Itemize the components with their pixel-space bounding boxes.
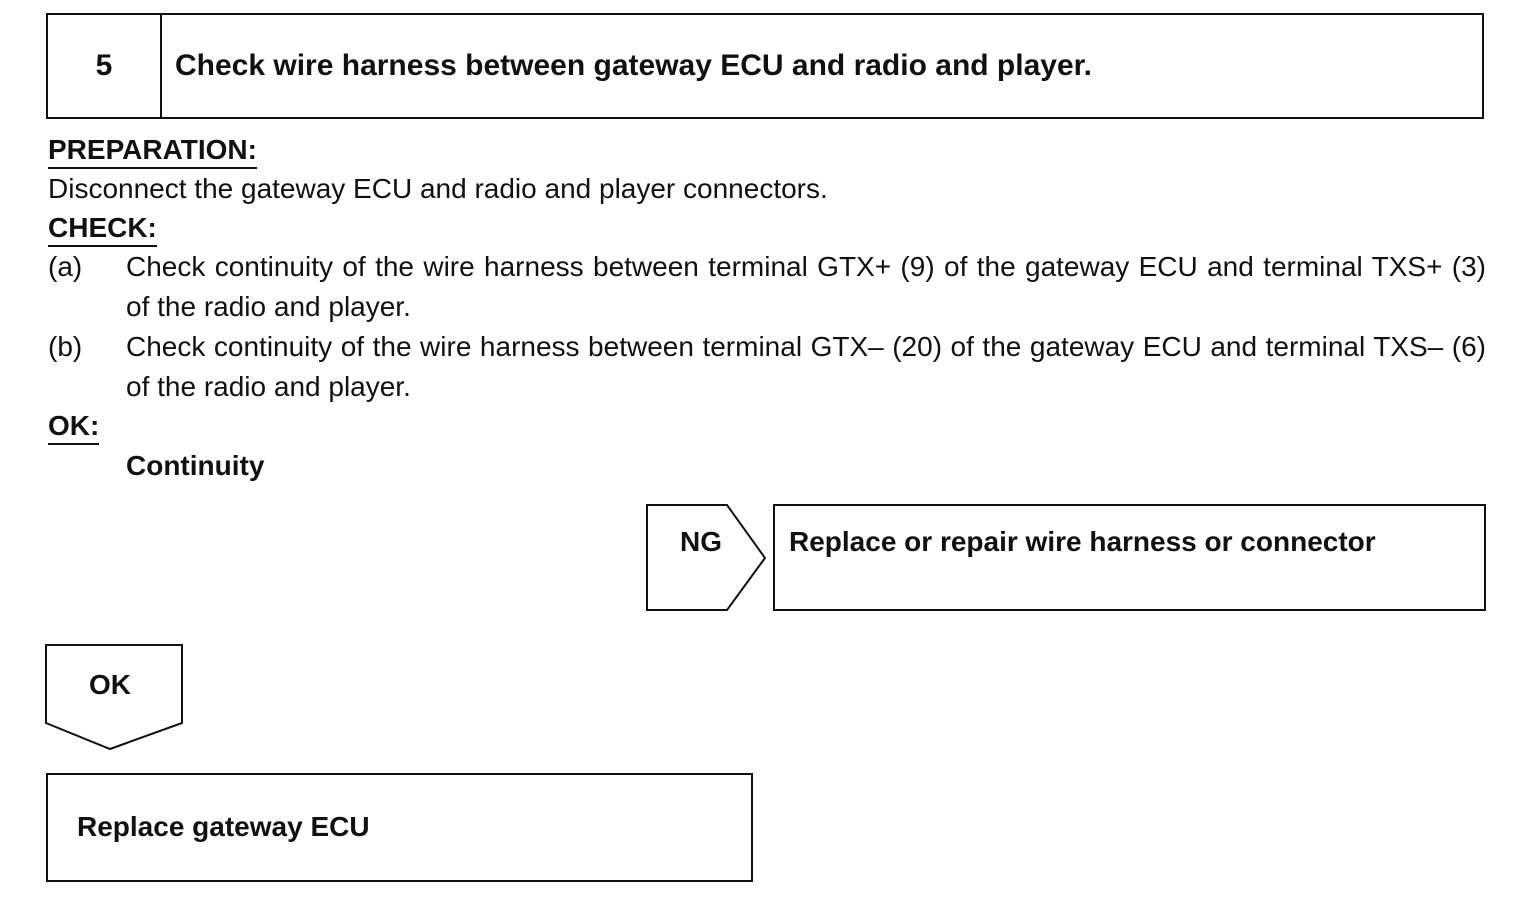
step-title: Check wire harness between gateway ECU a…: [175, 49, 1092, 82]
ok-result-text: Replace gateway ECU: [77, 811, 370, 842]
ok-result-box: [46, 773, 753, 882]
preparation-label: PREPARATION:: [48, 133, 257, 169]
ng-result-text: Replace or repair wire harness or connec…: [789, 526, 1376, 557]
check-item-b-text: Check continuity of the wire harness bet…: [126, 331, 1486, 402]
preparation-text: Disconnect the gateway ECU and radio and…: [48, 173, 828, 204]
ok-criteria-value: Continuity: [126, 450, 265, 481]
ng-arrow-shape: [646, 504, 767, 611]
ng-result-box: [773, 504, 1486, 611]
ng-label: NG: [680, 526, 722, 557]
check-item-a-text: Check continuity of the wire harness bet…: [126, 251, 1486, 322]
ok-label: OK:: [48, 409, 100, 445]
step-header: 5 Check wire harness between gateway ECU…: [46, 13, 1484, 119]
check-item-a-letter: (a): [48, 251, 83, 282]
check-item-b-letter: (b): [48, 331, 83, 362]
step-number: 5: [48, 15, 162, 117]
ok-flow-label: OK: [89, 669, 131, 700]
check-label: CHECK:: [48, 211, 157, 247]
ok-arrow-shape: [45, 644, 183, 751]
